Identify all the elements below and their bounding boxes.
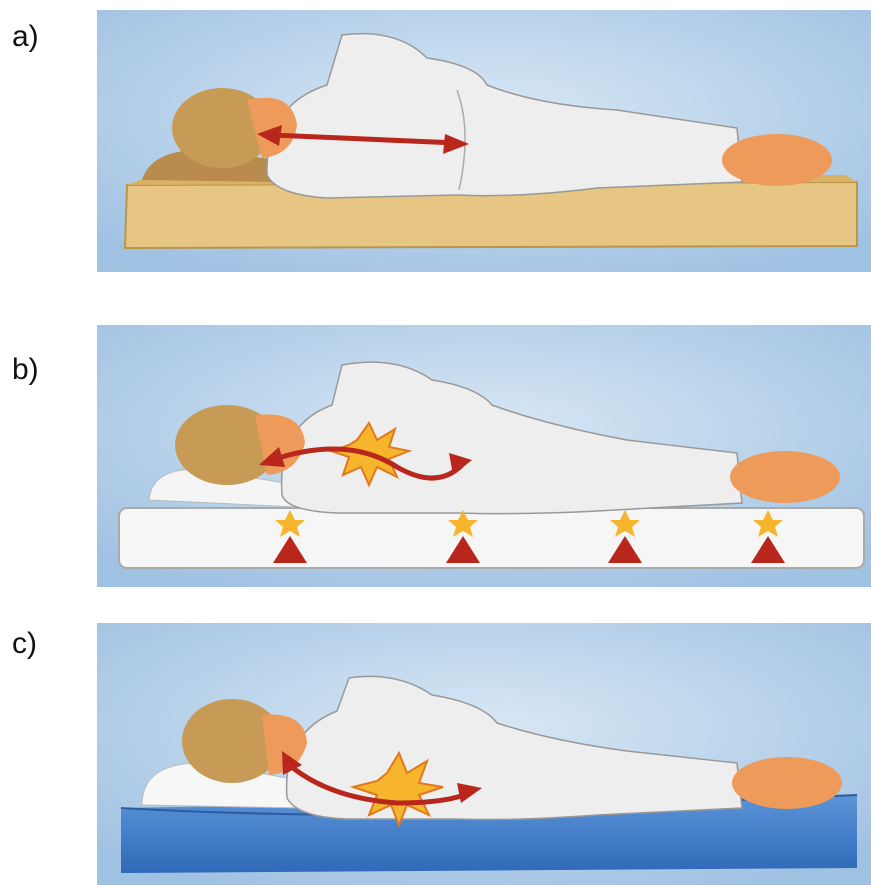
feet — [722, 134, 832, 186]
feet — [730, 451, 840, 503]
panel-c-illustration — [97, 623, 871, 885]
spring-mattress — [119, 508, 864, 568]
feet — [732, 757, 842, 809]
panel-a-illustration — [97, 10, 871, 272]
panel-b-svg — [97, 325, 871, 587]
panel-label-b: b) — [12, 353, 39, 387]
panel-a-svg — [97, 10, 871, 272]
panel-label-c: c) — [12, 627, 37, 661]
panel-c-svg — [97, 623, 871, 885]
panel-b-illustration — [97, 325, 871, 587]
panel-label-a: a) — [12, 20, 39, 54]
